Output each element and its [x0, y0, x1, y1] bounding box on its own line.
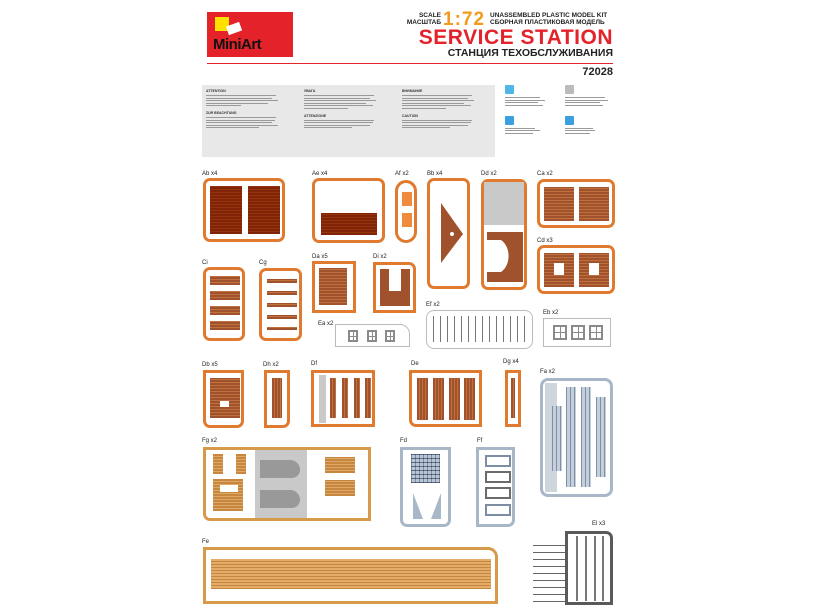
arch-part: [487, 232, 523, 282]
triangle-parts: [413, 493, 441, 519]
sprue-dd: [481, 179, 527, 290]
sprue-label: Dd x2: [481, 171, 497, 177]
sprue-label: El x3: [592, 521, 606, 527]
sprue-label: Bb x4: [427, 171, 443, 177]
el-small-parts: [533, 540, 565, 602]
sprue-ae: [312, 178, 385, 243]
sprue-label: Ae x4: [312, 171, 328, 177]
sprue-label: Fg x2: [202, 438, 218, 444]
sprue-ci: [203, 267, 245, 341]
info-column-3: ВНИМАНИЕ CAUTION: [402, 89, 490, 130]
sprue-ca: [537, 179, 615, 228]
sprue-cg: [259, 268, 302, 341]
sprue-label: Ef x2: [426, 302, 440, 308]
sprue-label: Cg: [259, 260, 267, 266]
kit-type-ru: СБОРНАЯ ПЛАСТИКОВАЯ МОДЕЛЬ: [490, 19, 605, 26]
sprue-label: Dg x4: [503, 359, 519, 365]
optional-icon: [505, 115, 514, 125]
sprue-cd: [537, 245, 615, 294]
info-heading: ATTENTION: [206, 89, 226, 93]
sprue-de: [409, 370, 482, 427]
kit-subtitle: СТАНЦИЯ ТЕХОБСЛУЖИВАНИЯ: [447, 47, 613, 59]
sprue-db: [203, 370, 244, 428]
scale-label-en: SCALE: [418, 12, 441, 19]
sprue-df: [311, 370, 375, 427]
sprue-label: Ci: [202, 260, 208, 266]
header-divider: [207, 63, 613, 64]
logo-text: MiniArt: [213, 36, 262, 53]
scale-label-ru: МАСШТАБ: [406, 19, 441, 26]
not-for-use-icon: [565, 85, 574, 94]
info-column-1: ATTENTION ZUR BEACHTUNG: [206, 89, 294, 130]
sprue-eb: [543, 318, 611, 347]
sprue-label: Ca x2: [537, 171, 553, 177]
sprue-ef: [426, 310, 533, 349]
info-heading: CAUTION: [402, 113, 418, 118]
scale-label: SCALE МАСШТАБ: [393, 12, 441, 26]
sprue-ab: [203, 178, 285, 242]
sprue-fe: [203, 547, 498, 604]
info-heading: ZUR BEACHTUNG: [206, 111, 237, 115]
sprue-ff: [476, 447, 515, 527]
legend-column-2: [565, 85, 615, 135]
attention-panel: ATTENTION ZUR BEACHTUNG УВАГА ATTENZIONE…: [202, 85, 495, 157]
sprue-dh: [264, 370, 290, 428]
miniart-logo: MiniArt: [207, 12, 293, 57]
sprue-label: Db x5: [202, 362, 218, 368]
sprue-fa: [540, 378, 613, 497]
sprue-label: De: [411, 361, 419, 367]
sprue-di: [373, 262, 416, 313]
sprue-bb: [427, 178, 470, 289]
gable-part: [441, 203, 463, 263]
sprue-fg: [203, 447, 371, 521]
remove-icon: [565, 115, 574, 125]
sprue-fd: [400, 447, 451, 527]
sprue-label: Af x2: [395, 171, 409, 177]
info-column-2: УВАГА ATTENZIONE: [304, 89, 392, 130]
logo-yellow-square: [215, 17, 229, 31]
floor-planks: [211, 559, 491, 589]
sprue-label: Di x2: [373, 254, 387, 260]
sprue-ea: [335, 324, 410, 347]
kit-code: 72028: [582, 66, 613, 78]
quantity-icon: [505, 85, 514, 94]
kit-title: SERVICE STATION: [418, 26, 613, 49]
kit-type: UNASSEMBLED PLASTIC MODEL KIT СБОРНАЯ ПЛ…: [490, 12, 607, 26]
sprue-label: Fa x2: [540, 369, 556, 375]
info-heading: ВНИМАНИЕ: [402, 89, 423, 93]
sprue-label: Eb x2: [543, 310, 559, 316]
sprue-label: Ea x2: [318, 321, 334, 327]
kit-type-en: UNASSEMBLED PLASTIC MODEL KIT: [490, 12, 608, 19]
scale-value: 1:72: [443, 9, 486, 30]
u-part: [380, 269, 410, 306]
sprue-label: Ff: [477, 438, 483, 444]
sprue-af: [395, 180, 417, 243]
sprue-label: Da x5: [312, 254, 328, 260]
sprue-label: Fe: [202, 539, 210, 545]
sprue-label: Df: [311, 361, 317, 367]
sprue-label: Cd x3: [537, 238, 553, 244]
sprue-da: [312, 261, 356, 313]
sprue-el: [565, 531, 613, 605]
info-heading: УВАГА: [304, 89, 316, 93]
info-heading: ATTENZIONE: [304, 113, 327, 118]
sprue-label: Ab x4: [202, 171, 218, 177]
sprue-dg: [505, 370, 521, 427]
sprue-label: Fd: [400, 438, 408, 444]
sprue-label: Dh x2: [263, 362, 279, 368]
legend-column-1: [505, 85, 555, 135]
